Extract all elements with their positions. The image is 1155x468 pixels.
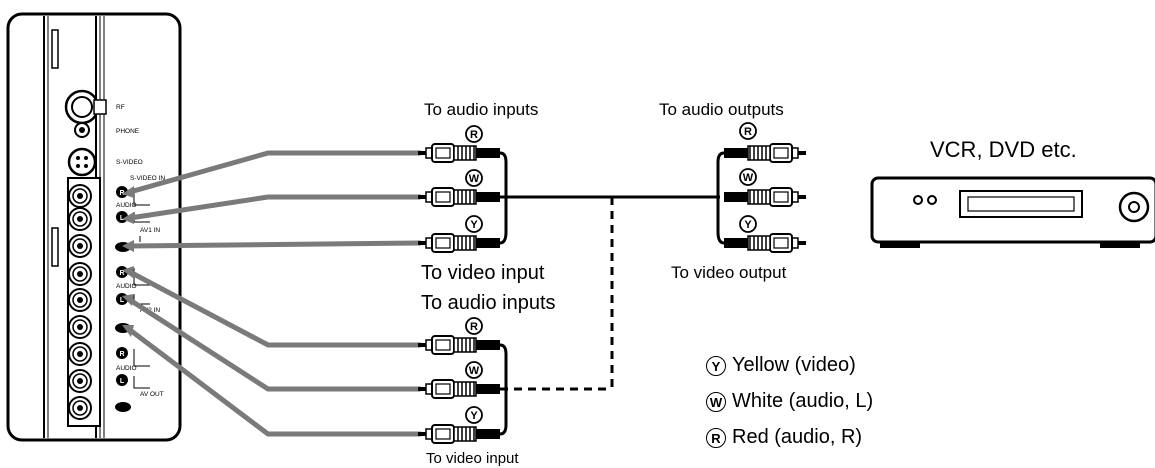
legend-mark-yellow: Y bbox=[706, 355, 726, 376]
plug-marks: R W Y R W Y R W Y bbox=[465, 122, 757, 424]
svg-text:L: L bbox=[120, 215, 125, 222]
label-to-audio-outputs: To audio outputs bbox=[659, 100, 784, 119]
phone-jack bbox=[74, 122, 90, 138]
svg-text:R: R bbox=[470, 321, 478, 333]
svg-text:R: R bbox=[470, 129, 478, 141]
output-cable-bundle bbox=[716, 151, 725, 245]
label-to-audio-inputs-top: To audio inputs bbox=[424, 100, 539, 119]
dotted-link bbox=[500, 197, 614, 391]
svg-text:R: R bbox=[119, 190, 124, 197]
label-to-video-output: To video output bbox=[671, 263, 787, 282]
svg-text:AV1 IN: AV1 IN bbox=[140, 227, 160, 234]
svg-text:AUDIO: AUDIO bbox=[116, 365, 137, 372]
svg-text:S-VIDEO: S-VIDEO bbox=[116, 159, 143, 166]
label-to-video-input-top: To video input bbox=[421, 262, 545, 284]
svg-text:L: L bbox=[120, 297, 125, 304]
panel-text: RF PHONE S-VIDEO S-VIDEO IN AUDIO AV1 IN… bbox=[116, 104, 165, 398]
legend-text-red: Red (audio, R) bbox=[732, 426, 863, 448]
svg-text:R: R bbox=[119, 351, 124, 358]
av-jacks bbox=[67, 177, 101, 427]
svg-text:PHONE: PHONE bbox=[116, 128, 140, 135]
label-to-audio-inputs-bottom: To audio inputs bbox=[421, 292, 556, 314]
svg-text:W: W bbox=[469, 173, 480, 185]
svg-text:AUDIO: AUDIO bbox=[116, 202, 137, 209]
cable-arrowheads bbox=[122, 186, 134, 337]
legend-item-red: R Red (audio, R) bbox=[706, 426, 862, 449]
svg-text:Y: Y bbox=[744, 219, 752, 231]
svg-text:AUDIO: AUDIO bbox=[116, 283, 137, 290]
gray-cables bbox=[127, 150, 423, 437]
legend-item-yellow: Y Yellow (video) bbox=[706, 354, 856, 377]
label-to-video-input-bottom: To video input bbox=[426, 450, 519, 467]
svg-text:R: R bbox=[744, 126, 752, 138]
svg-text:W: W bbox=[743, 172, 754, 184]
legend-item-white: W White (audio, L) bbox=[706, 390, 873, 413]
device-name: VCR, DVD etc. bbox=[930, 137, 1077, 162]
svg-text:RF: RF bbox=[116, 104, 125, 111]
legend-text-yellow: Yellow (video) bbox=[732, 354, 856, 376]
svg-text:R: R bbox=[119, 270, 124, 277]
top-plug-group bbox=[417, 143, 501, 253]
legend-text-white: White (audio, L) bbox=[732, 390, 874, 412]
output-plug-group bbox=[724, 144, 806, 252]
svg-text:Y: Y bbox=[470, 410, 478, 422]
legend-mark-red: R bbox=[706, 427, 726, 448]
svg-text:S-VIDEO IN: S-VIDEO IN bbox=[130, 175, 165, 182]
vcr-dvd-device bbox=[870, 176, 1155, 248]
top-cable-bundle bbox=[499, 151, 720, 245]
svg-text:L: L bbox=[120, 378, 125, 385]
svideo-jack bbox=[67, 147, 97, 177]
svg-text:Y: Y bbox=[470, 219, 478, 231]
svg-text:W: W bbox=[469, 365, 480, 377]
svg-text:AV OUT: AV OUT bbox=[140, 391, 164, 398]
rf-connector bbox=[64, 89, 107, 125]
legend-mark-white: W bbox=[706, 391, 726, 412]
bottom-plug-group bbox=[417, 335, 501, 444]
